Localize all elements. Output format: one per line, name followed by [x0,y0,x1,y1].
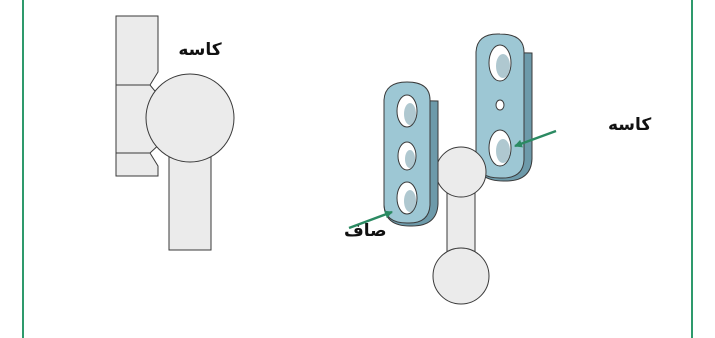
flat-plate [383,81,439,227]
left-cup-label: کاسه [178,40,221,60]
side-view-ball [145,73,235,163]
flat-plate-label: صاف [344,221,387,241]
side-view-rod [168,147,212,251]
side-view-assembly: کاسه [115,15,235,251]
exploded-view-assembly: کاسه صاف [344,33,651,305]
ball-stud-upper-ball [435,146,487,198]
flat-plate-arrow [348,210,393,230]
frame-border-left [22,0,24,338]
ball-stud-lower-ball [432,247,490,305]
frame-border-right [691,0,693,338]
ball-stud [432,146,490,305]
cup-plate-arrow [514,129,557,148]
cup-plate-hole-small [495,99,505,111]
right-cup-label: کاسه [608,115,651,135]
cup-plate [475,33,533,182]
